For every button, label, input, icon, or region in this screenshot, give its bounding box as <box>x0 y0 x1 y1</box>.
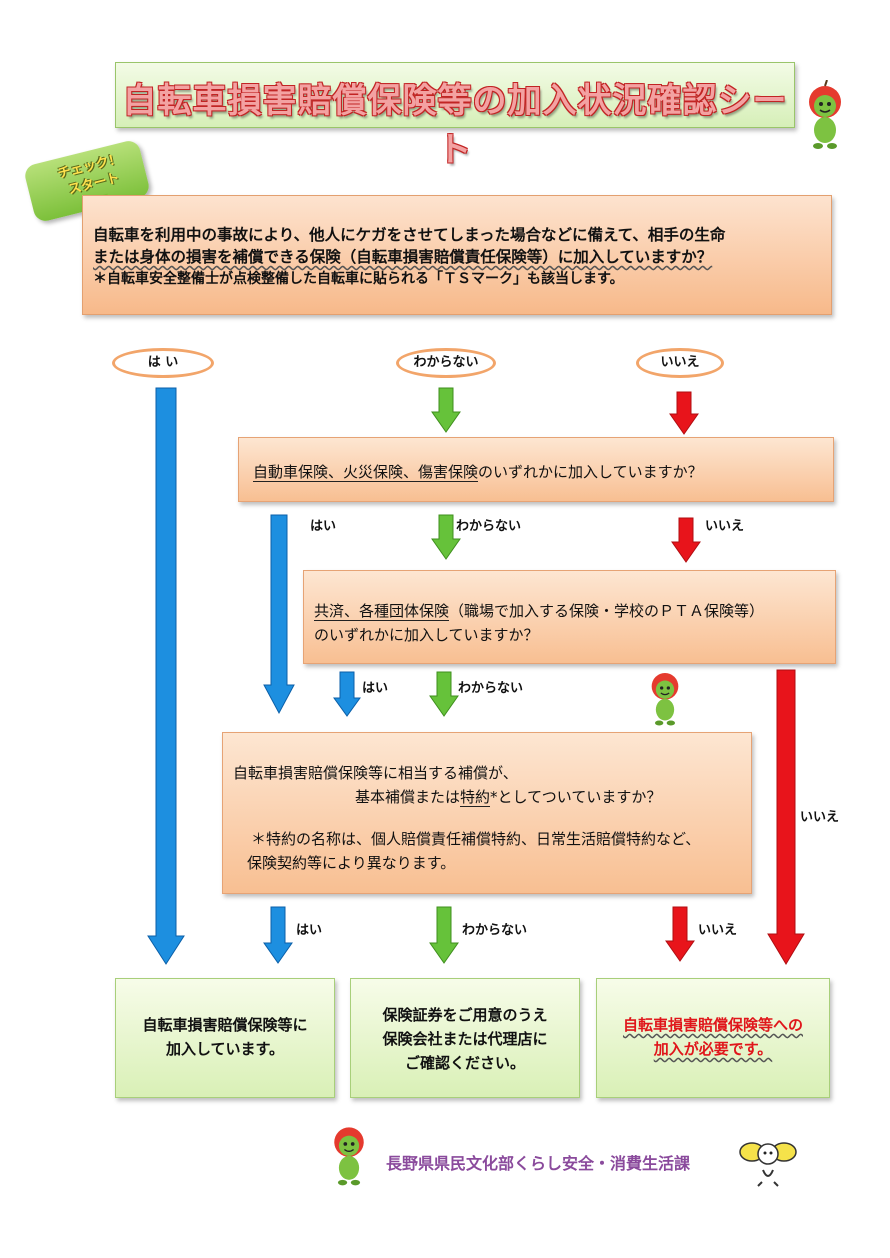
red-arrow-long <box>767 669 805 965</box>
mascot-small-icon <box>651 673 679 726</box>
q3-yes-label: はい <box>362 681 389 696</box>
question-1-line2: または身体の損害を補償できる保険（自転車損害賠償責任保険等）に加入していますか？ <box>93 248 713 266</box>
footer-department: 長野県県民文化部くらし安全・消費生活課 <box>386 1154 691 1173</box>
option-unknown[interactable]: わからない <box>396 348 496 378</box>
green-arrow-q4-unknown <box>429 906 459 964</box>
q2-yes-label: はい <box>310 519 337 534</box>
bee-mascot-icon <box>739 1142 797 1187</box>
question-4-line2-pre: 基本補償または <box>355 788 461 806</box>
q4-yes-label: はい <box>296 923 323 938</box>
option-yes[interactable]: は い <box>112 348 214 378</box>
question-1-line1: 自転車を利用中の事故により、他人にケガをさせてしまった場合などに備えて、相手の生… <box>93 226 726 244</box>
blue-arrow-q4-yes <box>263 906 293 964</box>
option-no[interactable]: いいえ <box>636 348 724 378</box>
result-unknown-line3: ご確認ください。 <box>404 1054 525 1072</box>
result-no-line2: 加入が必要です。 <box>653 1040 773 1058</box>
question-1-note: ＊自転車安全整備士が点検整備した自転車に貼られる「ＴＳマーク」も該当します。 <box>93 271 624 287</box>
question-2-box: 自動車保険、火災保険、傷害保険のいずれかに加入していますか？ <box>238 437 834 502</box>
question-3-line2: のいずれかに加入していますか？ <box>314 626 539 644</box>
question-4-line2-ul: 特約 <box>460 788 491 807</box>
q4-no-label: いいえ <box>698 923 738 938</box>
result-yes-box: 自転車損害賠償保険等に 加入しています。 <box>115 978 335 1098</box>
side-no-label: いいえ <box>800 810 840 825</box>
question-3-rest: （職場で加入する保険・学校のＰＴＡ保険等） <box>449 602 765 620</box>
q2-unknown-label: わからない <box>456 519 522 534</box>
green-arrow-q3-unknown <box>429 671 459 717</box>
page-title: 自転車損害賠償保険等の加入状況確認シート <box>122 81 788 170</box>
mascot-footer-icon <box>334 1127 364 1186</box>
question-4-line2-post: *としてついていますか？ <box>490 788 662 806</box>
result-yes-line2: 加入しています。 <box>165 1040 285 1058</box>
question-3-underlined: 共済、各種団体保険 <box>314 602 450 621</box>
result-no-box: 自転車損害賠償保険等への 加入が必要です。 <box>596 978 830 1098</box>
title-banner: 自転車損害賠償保険等の加入状況確認シート <box>115 62 795 170</box>
question-4-note2: 保険契約等により異なります。 <box>247 854 456 872</box>
mascot-icon <box>809 80 841 149</box>
red-arrow-to-q2 <box>669 391 699 435</box>
q2-no-label: いいえ <box>705 519 745 534</box>
result-unknown-line2: 保険会社または代理店に <box>382 1030 548 1048</box>
question-4-line1: 自転車損害賠償保険等に相当する補償が、 <box>233 764 518 782</box>
result-unknown-line1: 保険証券をご用意のうえ <box>382 1006 548 1024</box>
result-yes-line1: 自転車損害賠償保険等に <box>142 1016 308 1034</box>
result-unknown-box: 保険証券をご用意のうえ 保険会社または代理店に ご確認ください。 <box>350 978 580 1098</box>
green-arrow-q2-unknown <box>431 514 461 560</box>
question-3-box: 共済、各種団体保険（職場で加入する保険・学校のＰＴＡ保険等） のいずれかに加入し… <box>303 570 836 664</box>
question-4-box: 自転車損害賠償保険等に相当する補償が、 基本補償または特約*としてついていますか… <box>222 732 752 894</box>
green-arrow-to-q2 <box>431 387 461 433</box>
blue-arrow-q2-yes <box>263 514 295 715</box>
question-4-note1: ＊特約の名称は、個人賠償責任補償特約、日常生活賠償特約など、 <box>251 830 701 848</box>
red-arrow-q4-no <box>665 906 695 962</box>
blue-arrow-q3-yes <box>333 671 361 717</box>
q4-unknown-label: わからない <box>462 923 528 938</box>
blue-arrow-long <box>147 387 185 965</box>
red-arrow-q2-no <box>671 517 701 563</box>
q3-unknown-label: わからない <box>458 681 524 696</box>
result-no-line1: 自転車損害賠償保険等への <box>622 1016 803 1034</box>
question-1-box: 自転車を利用中の事故により、他人にケガをさせてしまった場合などに備えて、相手の生… <box>82 195 832 315</box>
question-2-rest: のいずれかに加入していますか？ <box>478 463 703 481</box>
question-2-underlined: 自動車保険、火災保険、傷害保険 <box>253 463 479 482</box>
